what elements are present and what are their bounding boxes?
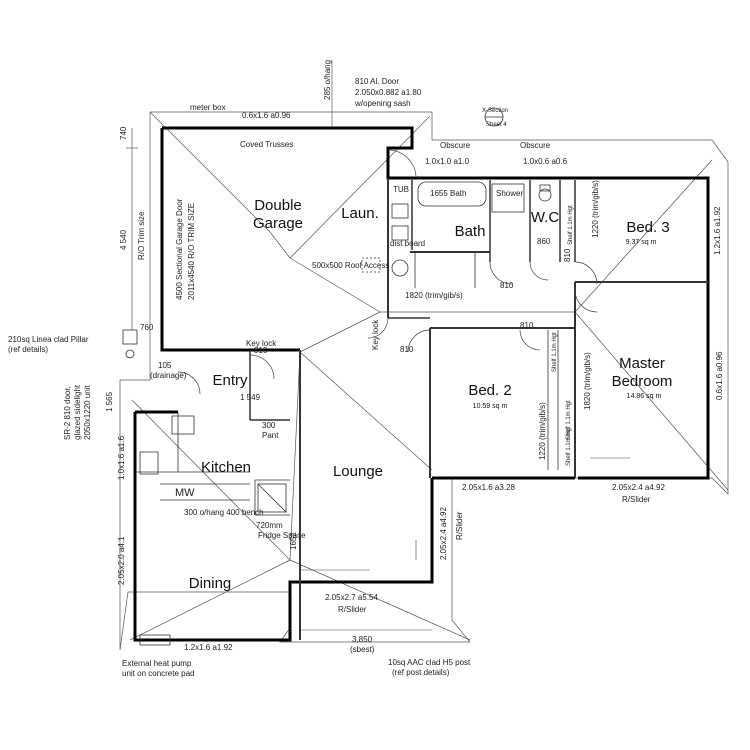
shower-note: Shower [496,189,523,198]
pillar-note-2: (ref details) [8,345,48,354]
post-note-2: (ref post details) [392,668,450,677]
pillar-note-1: 210sq Linea clad Pillar [8,335,89,344]
garage-label-line1: Double [254,197,302,214]
fridge-note: Fridge Space [258,531,306,540]
pantry-300-note: 300 [262,421,276,430]
dim-1565-note: 1 565 [105,391,114,412]
door-810-d: 810 [563,248,572,262]
garage-door-note-1: 4500 Sectional Garage Door [175,198,184,300]
lounge-label: Lounge [333,463,383,480]
bed2-label: Bed. 2 [468,382,511,399]
wc-label: W.C [531,209,559,226]
bed2-area: 10.59 sq m [473,403,508,410]
master-label-line2: Bedroom [612,373,673,390]
obscure-note-2: Obscure [520,141,551,150]
master-label-line1: Master [619,355,665,372]
shelf-note-4: Shelf 1.1m Hgt [566,426,572,466]
section-sheet-note: Sheet 4 [486,122,507,128]
dist-board-note: dist board [390,239,425,248]
bed3-robe-note: 1220 (trim/gib/s) [591,180,600,238]
kitchen-window-note: 1.0x1.6 a1.6 [117,435,126,480]
bed2-robe-note: 1220 (trim/gib/s) [538,402,547,460]
annotations: meter box 0.6x1.6 a0.96 285 o/hang 810 A… [8,60,724,678]
bed3-window-note: 1.2x1.6 a1.92 [713,206,722,255]
meter-box-note: meter box [190,103,226,112]
obscure-note-1: Obscure [440,141,471,150]
dim-3850-note: 3,850 [352,635,373,644]
heat-pump-note-2: unit on concrete pad [122,669,195,678]
lounge-1652-note: 1652 [289,532,298,550]
door-810-c: 810 [400,345,414,354]
bath-label: Bath [455,223,486,240]
room-labels: Double Garage Laun. Bath W.C Bed. 3 9.37… [189,197,673,592]
entry-1549-note: 1 549 [240,393,261,402]
entry-label: Entry [212,372,248,389]
door-860: 860 [537,237,551,246]
r-slider-note-3: R/Slider [338,605,367,614]
fridge-width-note: 720mm [256,521,283,530]
entry-760-note: 760 [140,323,154,332]
dining-window-note: 2.05x2.0 a4.1 [117,536,126,585]
window-note-2: 1.0x0.6 a0.6 [523,157,568,166]
key-lock-note-2: Key lock [371,319,380,350]
al-door-note-1: 810 Al. Door [355,77,399,86]
shelf-note-3: Shelf 1.1m Hgt [566,400,572,440]
pantry-note: Pant [262,431,279,440]
sr-door-note-1: SR-2 810 door, [63,386,72,440]
r-o-size-note: R/O Trim size [137,211,146,260]
dining-label: Dining [189,575,232,592]
fixtures [122,107,552,646]
exterior-walls [133,126,710,642]
master-slider-note: 2.05x2.4 a4.92 [612,483,665,492]
bath-size-note: 1655 Bath [430,189,466,198]
dining-bottom-window-note: 1.2x1.6 a1.92 [184,643,233,652]
shelf-note-2: Shelf 1.1m Hgt [552,332,558,372]
bed3-area: 9.37 sq m [626,239,657,246]
laundry-label: Laun. [341,205,379,222]
heat-pump-note-1: External heat pump [122,659,192,668]
master-window-note: 0.6x1.6 a0.96 [715,351,724,400]
dim-3850-sub-note: (sbest) [350,645,375,654]
coved-trusses-note: Coved Trusses [240,140,293,149]
entry-105-note: 105 [158,361,172,370]
shelf-note-1: Shelf 1.1m Hgt [568,205,574,245]
door-swings [177,149,598,395]
key-lock-note-1: Key lock [246,339,277,348]
top-window-note: 0.6x1.6 a0.96 [242,111,291,120]
post-note-1: 10sq AAC clad H5 post [388,658,471,667]
window-note-1: 1.0x1.0 a1.0 [425,157,470,166]
dim-740-note: 740 [119,126,128,140]
o-hang-note: 300 o/hang 400 bench [184,508,264,517]
master-robe-note: 1820 (trim/gib/s) [583,352,592,410]
al-door-note-2: 2.050x0.882 a1.80 [355,88,422,97]
eave-note: 285 o/hang [323,60,332,100]
r-slider-note-2: R/Slider [455,511,464,540]
garage-door-note-2: 2011x4540 R/O TRIM SIZE [187,203,196,300]
section-note: X-Section [482,108,508,114]
bed3-label: Bed. 3 [626,219,669,236]
roof-outline [119,111,729,651]
door-810-a: 810 [500,281,514,290]
bed2-window-note: 2.05x1.6 a3.28 [462,483,515,492]
lounge-window-note: 2.05x2.4 a4.92 [439,507,448,560]
kitchen-label: Kitchen [201,459,251,476]
roof-access-note: 500x500 Roof Access [312,261,389,270]
lounge-slider-note: 2.05x2.7 a5.54 [325,593,378,602]
drainage-note: (drainage) [150,371,187,380]
door-810-b: 810 [520,321,534,330]
garage-label-line2: Garage [253,215,303,232]
sr-door-note-2: glazed sidelight [73,384,82,440]
interior-walls [135,178,708,640]
mw-note: MW [175,487,195,499]
master-area: 14.86 sq m [627,393,662,400]
dim-4540-note: 4 540 [119,229,128,250]
al-door-note-3: w/opening sash [354,99,411,108]
r-slider-note-1: R/Slider [622,495,651,504]
sr-door-note-3: 2050x1220 unit [83,385,92,440]
tub-note: TUB [393,185,409,194]
dimension-lines [126,60,630,631]
door-810-e: 810 [254,346,268,355]
trim-note: 1820 (trim/gib/s) [405,291,463,300]
